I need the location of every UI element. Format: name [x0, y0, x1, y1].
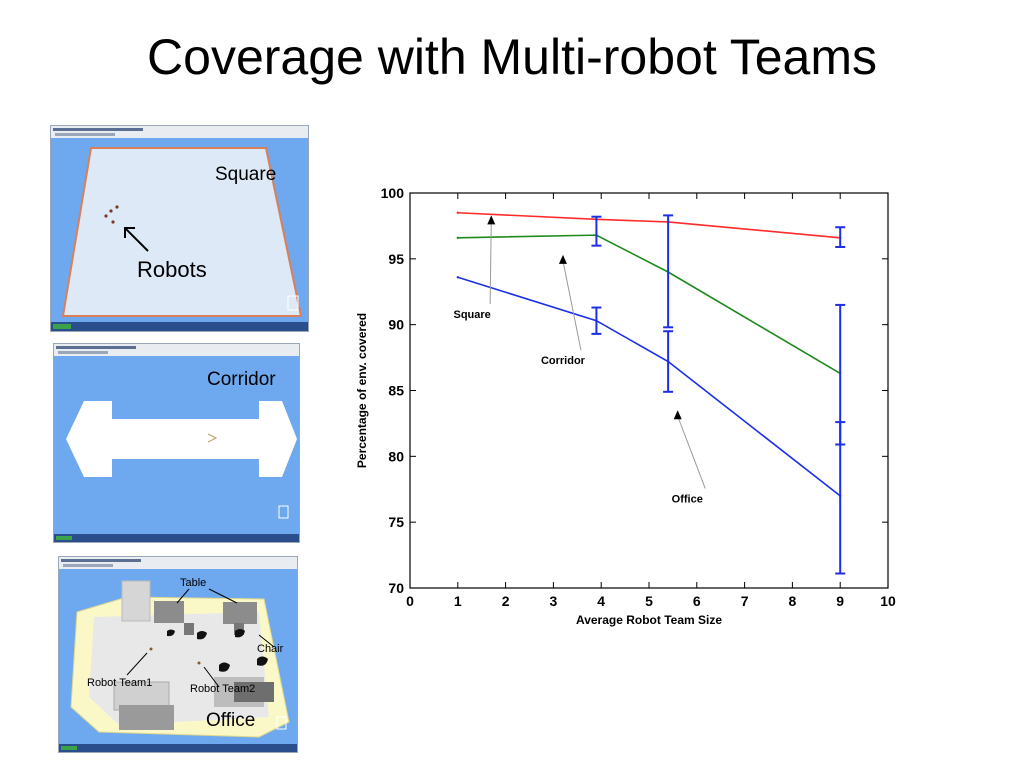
office-table-annotation: Table [180, 577, 207, 589]
series-point-corridor [456, 236, 459, 239]
y-tick-label: 90 [388, 317, 404, 333]
annotation-arrowhead [487, 215, 496, 225]
x-axis-label: Average Robot Team Size [576, 613, 722, 627]
y-tick-label: 75 [388, 514, 404, 530]
office-chair-annotation: Chair [257, 643, 284, 655]
office-robot-team1-annotation: Robot Team1 [87, 677, 153, 689]
office-label: Office [206, 710, 256, 731]
x-tick-label: 8 [789, 593, 797, 609]
annotation-arrowhead [673, 410, 682, 420]
square-environment-screenshot [50, 125, 309, 332]
x-tick-label: 6 [693, 593, 701, 609]
series-line-office [457, 276, 841, 497]
x-tick-label: 4 [597, 593, 605, 609]
x-tick-label: 3 [550, 593, 558, 609]
x-tick-label: 7 [741, 593, 749, 609]
series-point-office [456, 276, 459, 279]
annotation-leader [677, 416, 706, 489]
plot-frame [409, 192, 889, 589]
annotation-label-square: Square [453, 309, 490, 321]
y-axis-label: Percentage of env. covered [355, 313, 369, 468]
x-tick-label: 5 [645, 593, 653, 609]
x-tick-label: 0 [406, 593, 414, 609]
annotation-label-office: Office [672, 493, 703, 505]
slide-title: Coverage with Multi-robot Teams [147, 29, 877, 85]
y-tick-label: 80 [388, 448, 404, 464]
annotation-leader [562, 260, 582, 351]
office-environment-screenshot [58, 556, 298, 753]
annotation-label-corridor: Corridor [541, 355, 586, 367]
series-line-corridor [457, 234, 841, 375]
series-line-square [457, 211, 841, 239]
robots-annotation: Robots [137, 257, 207, 282]
square-label: Square [215, 164, 277, 185]
x-tick-label: 2 [502, 593, 510, 609]
corridor-label: Corridor [207, 369, 276, 390]
annotation-arrowhead [558, 254, 567, 264]
y-tick-label: 100 [381, 185, 405, 201]
y-tick-label: 70 [388, 580, 404, 596]
office-robot-team2-annotation: Robot Team2 [190, 683, 256, 695]
x-tick-label: 9 [836, 593, 844, 609]
x-tick-label: 1 [454, 593, 462, 609]
y-tick-label: 95 [388, 251, 404, 267]
y-tick-label: 85 [388, 383, 404, 399]
series-point-square [456, 211, 459, 214]
x-tick-label: 10 [880, 593, 896, 609]
annotation-leader [489, 221, 492, 305]
corridor-environment-screenshot [53, 343, 300, 543]
